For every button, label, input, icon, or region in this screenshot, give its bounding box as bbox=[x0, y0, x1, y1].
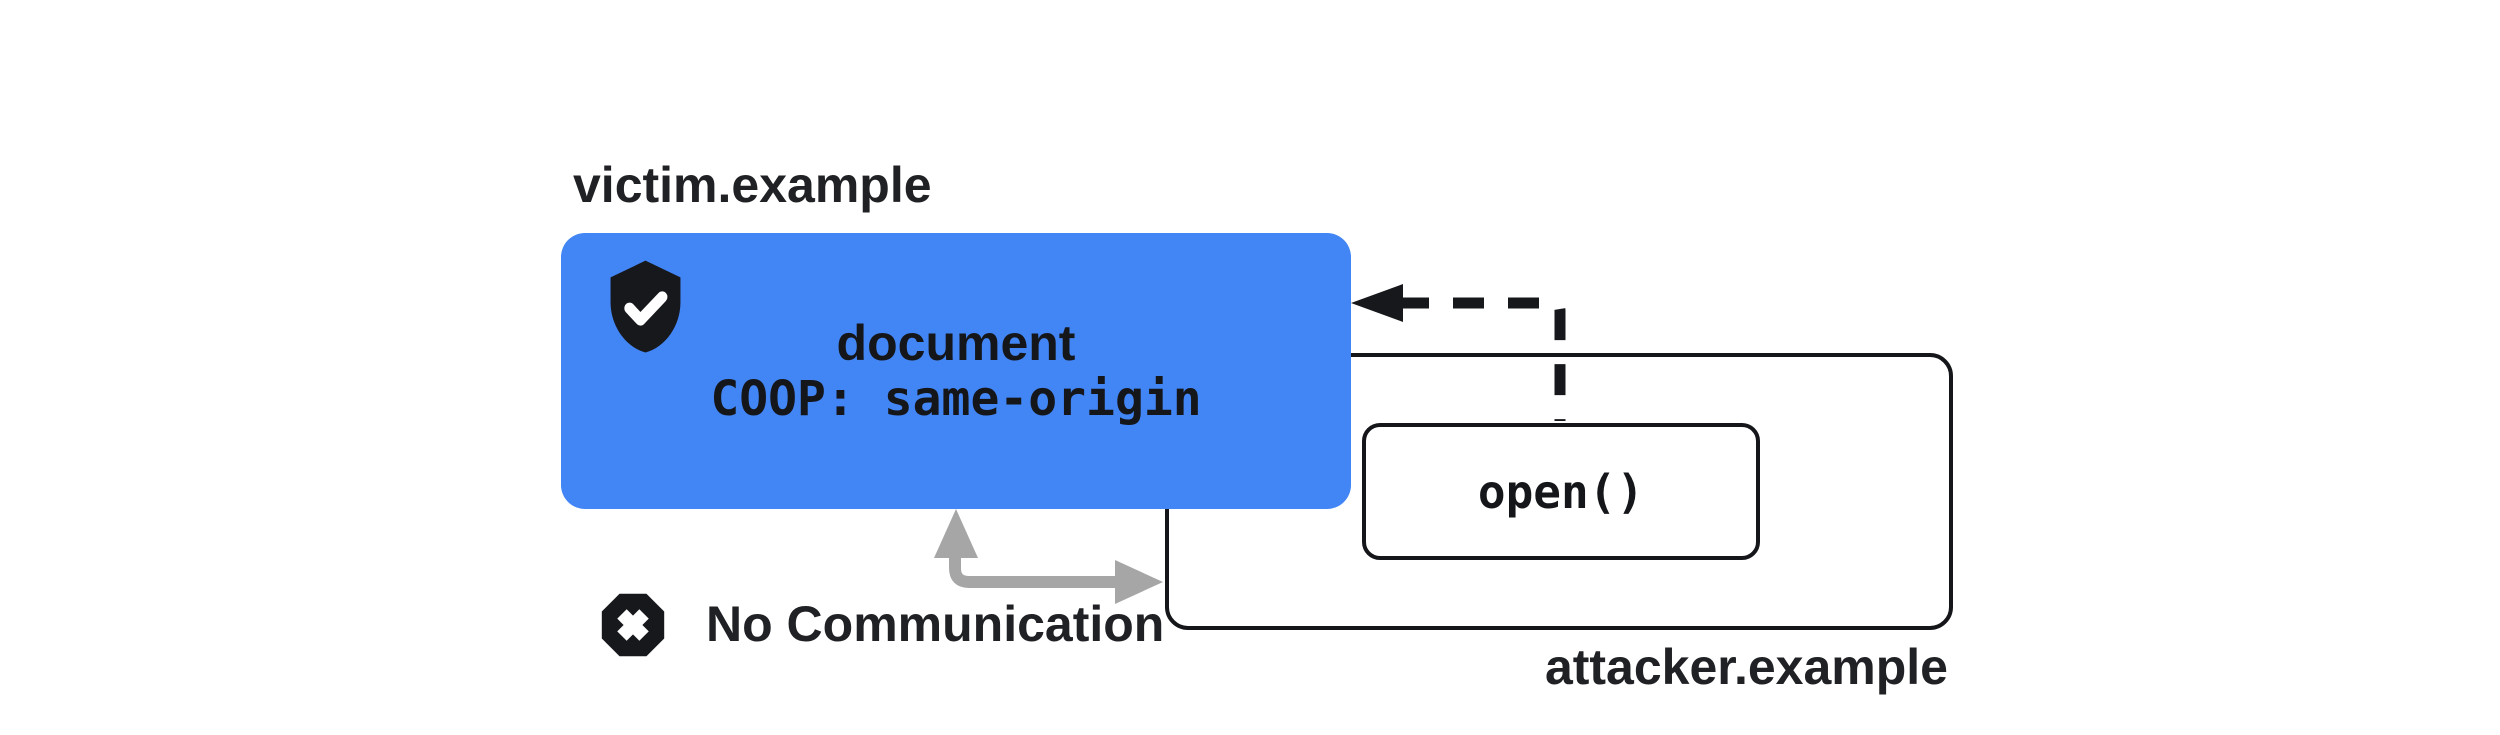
no-communication-label: No Communication bbox=[706, 596, 1165, 652]
octagon-x-icon bbox=[601, 593, 665, 657]
attacker-domain-label: attacker.example bbox=[1544, 639, 1948, 695]
victim-document-box: document COOP: same-origin bbox=[561, 233, 1351, 509]
shield-check-icon bbox=[610, 260, 681, 353]
open-call-box: open() bbox=[1362, 423, 1760, 560]
victim-domain-label: victim.example bbox=[573, 157, 932, 213]
blocked-communication-arrow bbox=[934, 509, 1163, 604]
open-call-label: open() bbox=[1477, 464, 1645, 519]
victim-box-text: document COOP: same-origin bbox=[561, 233, 1351, 509]
coop-header-label: COOP: same-origin bbox=[710, 371, 1202, 427]
document-label: document bbox=[836, 315, 1076, 371]
